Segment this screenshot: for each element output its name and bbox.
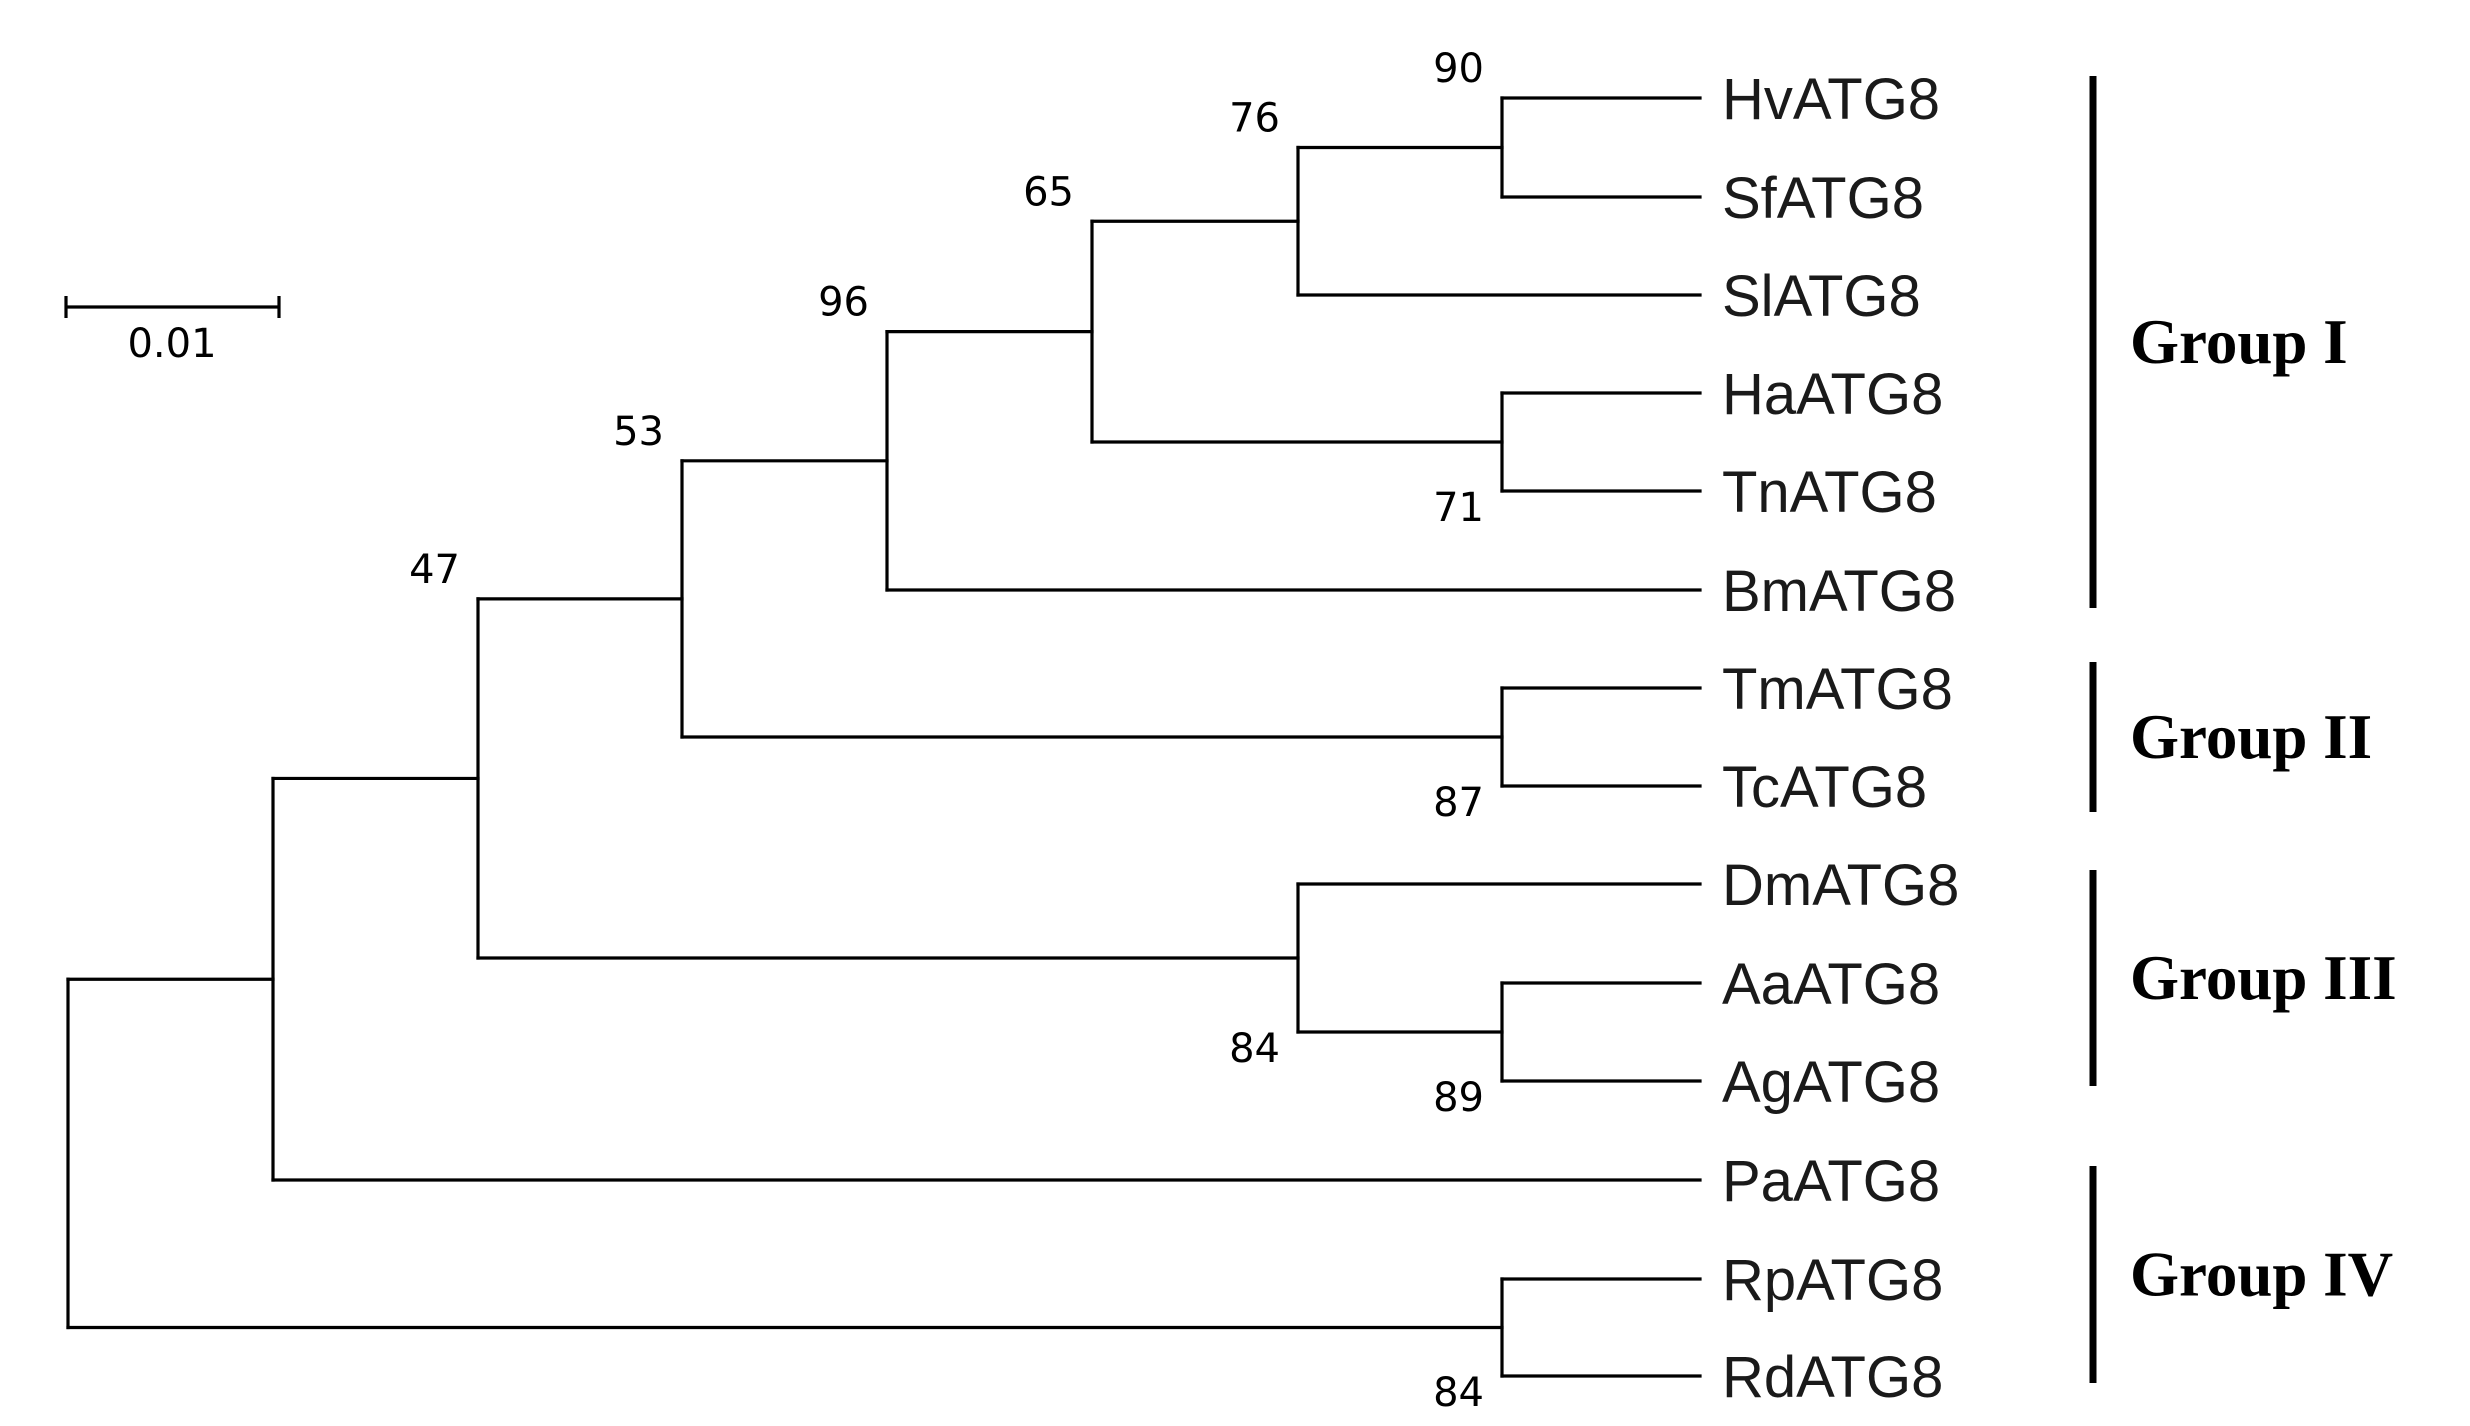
taxon-label-aaatg8: AaATG8 (1722, 952, 1940, 1017)
bootstrap-n_47: 47 (409, 547, 460, 593)
tree-branches (66, 96, 1702, 1378)
taxon-label-tnatg8: TnATG8 (1722, 460, 1937, 525)
bootstrap-n_76: 76 (1229, 96, 1280, 142)
taxon-label-rpatg8: RpATG8 (1722, 1248, 1943, 1313)
taxon-label-hvatg8: HvATG8 (1722, 67, 1940, 132)
bootstrap-values: 90 76 71 65 96 87 53 89 84 47 84 (409, 46, 1484, 1416)
group-brackets: Group I Group II Group III Group IV (2089, 76, 2397, 1383)
group-label-4: Group IV (2130, 1240, 2393, 1310)
bootstrap-n_rp_rd: 84 (1433, 1370, 1484, 1416)
taxon-labels: HvATG8SfATG8SlATG8HaATG8TnATG8BmATG8TmAT… (1722, 67, 1959, 1410)
bootstrap-n_65: 65 (1023, 169, 1074, 215)
taxon-label-haatg8: HaATG8 (1722, 362, 1943, 427)
scale-bar: 0.01 (64, 296, 281, 367)
group-label-1: Group I (2130, 307, 2348, 377)
bootstrap-n_hv_sf: 90 (1433, 46, 1484, 92)
taxon-label-tcatg8: TcATG8 (1722, 755, 1927, 820)
taxon-label-agatg8: AgATG8 (1722, 1050, 1940, 1115)
taxon-label-sfatg8: SfATG8 (1722, 166, 1924, 231)
taxon-label-rdatg8: RdATG8 (1722, 1345, 1943, 1410)
group-label-3: Group III (2130, 943, 2397, 1013)
group-label-2: Group II (2130, 702, 2372, 772)
taxon-label-bmatg8: BmATG8 (1722, 559, 1956, 624)
scale-bar-label: 0.01 (127, 321, 216, 367)
bootstrap-n_tm_tc: 87 (1433, 780, 1484, 826)
bootstrap-n_96: 96 (818, 280, 869, 326)
taxon-label-paatg8: PaATG8 (1722, 1149, 1940, 1214)
bootstrap-n_ha_tn: 71 (1433, 485, 1484, 531)
bootstrap-n_dm: 84 (1229, 1026, 1280, 1072)
bootstrap-n_53: 53 (613, 409, 664, 455)
bootstrap-n_aa_ag: 89 (1433, 1075, 1484, 1121)
taxon-label-tmatg8: TmATG8 (1722, 657, 1953, 722)
taxon-label-slatg8: SlATG8 (1722, 264, 1921, 329)
scale-bar-line (64, 296, 281, 318)
taxon-label-dmatg8: DmATG8 (1722, 853, 1959, 918)
